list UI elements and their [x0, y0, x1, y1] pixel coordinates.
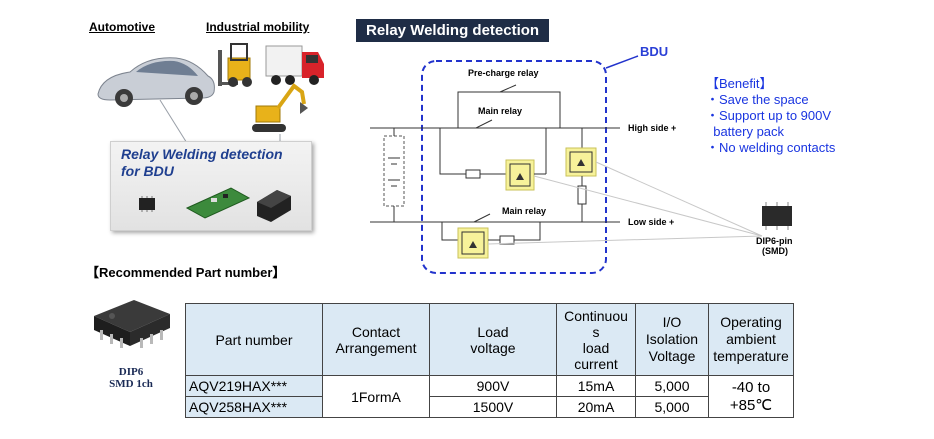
package-type-label: (SMD) [762, 246, 788, 256]
industrial-mobility-label: Industrial mobility [206, 20, 310, 34]
part-number-cell: AQV219HAX*** [185, 375, 323, 397]
relay-circuit-diagram: Pre-charge relay Main relay Main relay H… [370, 55, 793, 274]
main-relay-top-label: Main relay [478, 106, 522, 116]
chip-label-line2: SMD 1ch [109, 378, 153, 390]
car-icon [97, 57, 215, 107]
main-relay-bottom-switch-icon [473, 213, 491, 223]
load-voltage-cell: 900V [429, 375, 557, 397]
low-side-label: Low side + [628, 217, 674, 227]
small-chip-icon [139, 196, 155, 212]
benefit-item: ・No welding contacts [706, 140, 836, 155]
recommended-title: 【Recommended Part number】 [86, 265, 286, 280]
bdu-boundary [421, 60, 607, 274]
main-relay-bottom-label: Main relay [502, 206, 546, 216]
truck-icon [265, 45, 324, 85]
high-side-label: High side + [628, 123, 676, 133]
benefit-heading: 【Benefit】 [706, 76, 773, 91]
header-part-number: Part number [185, 303, 323, 376]
chip-label-line1: DIP6 [118, 366, 144, 378]
bdu-application-panel: Relay Welding detection for BDU [110, 141, 312, 231]
load-current-cell: 15mA [556, 375, 636, 397]
battery-icon [383, 135, 405, 207]
module-illustration [139, 187, 291, 222]
table-row: AQV258HAX*** 1500V 20mA 5,000 [185, 396, 794, 418]
package-name-label: DIP6-pin [756, 236, 793, 246]
automotive-label: Automotive [89, 20, 155, 34]
resistor-top-icon [465, 169, 481, 179]
load-voltage-cell: 1500V [429, 396, 557, 418]
isolation-voltage-cell: 5,000 [635, 396, 709, 418]
part-number-cell: AQV258HAX*** [185, 396, 323, 418]
benefit-item: ・Save the space [706, 92, 809, 107]
load-current-cell: 20mA [556, 396, 636, 418]
circuit-board-icon [185, 187, 251, 219]
excavator-icon [252, 83, 308, 132]
benefit-list: 【Benefit】 ・Save the space ・Support up to… [706, 76, 835, 156]
forklift-icon [218, 43, 252, 87]
relay-module-icon [257, 190, 291, 222]
dip6-chip-illustration [94, 300, 170, 348]
table-row: AQV219HAX*** 1FormA 900V 15mA 5,000 -40 … [185, 375, 794, 418]
operating-temperature-cell: -40 to+85℃ [708, 375, 794, 418]
isolation-voltage-cell: 5,000 [635, 375, 709, 397]
precharge-switch-icon [499, 84, 517, 93]
contact-arrangement-cell: 1FormA [322, 375, 430, 418]
benefit-item: ・Support up to 900V [706, 108, 832, 123]
vehicles-illustration [97, 43, 324, 144]
panel-title-line1: Relay Welding detection [121, 146, 283, 162]
benefit-item: battery pack [706, 124, 785, 139]
main-relay-top-switch-icon [475, 119, 493, 129]
bdu-label: BDU [640, 44, 669, 59]
diagram-title: Relay Welding detection [356, 19, 550, 42]
resistor-bottom-icon [499, 235, 515, 245]
panel-title-line2: for BDU [121, 163, 174, 179]
dip6-package-icon [762, 202, 792, 230]
precharge-relay-label: Pre-charge relay [468, 68, 539, 78]
